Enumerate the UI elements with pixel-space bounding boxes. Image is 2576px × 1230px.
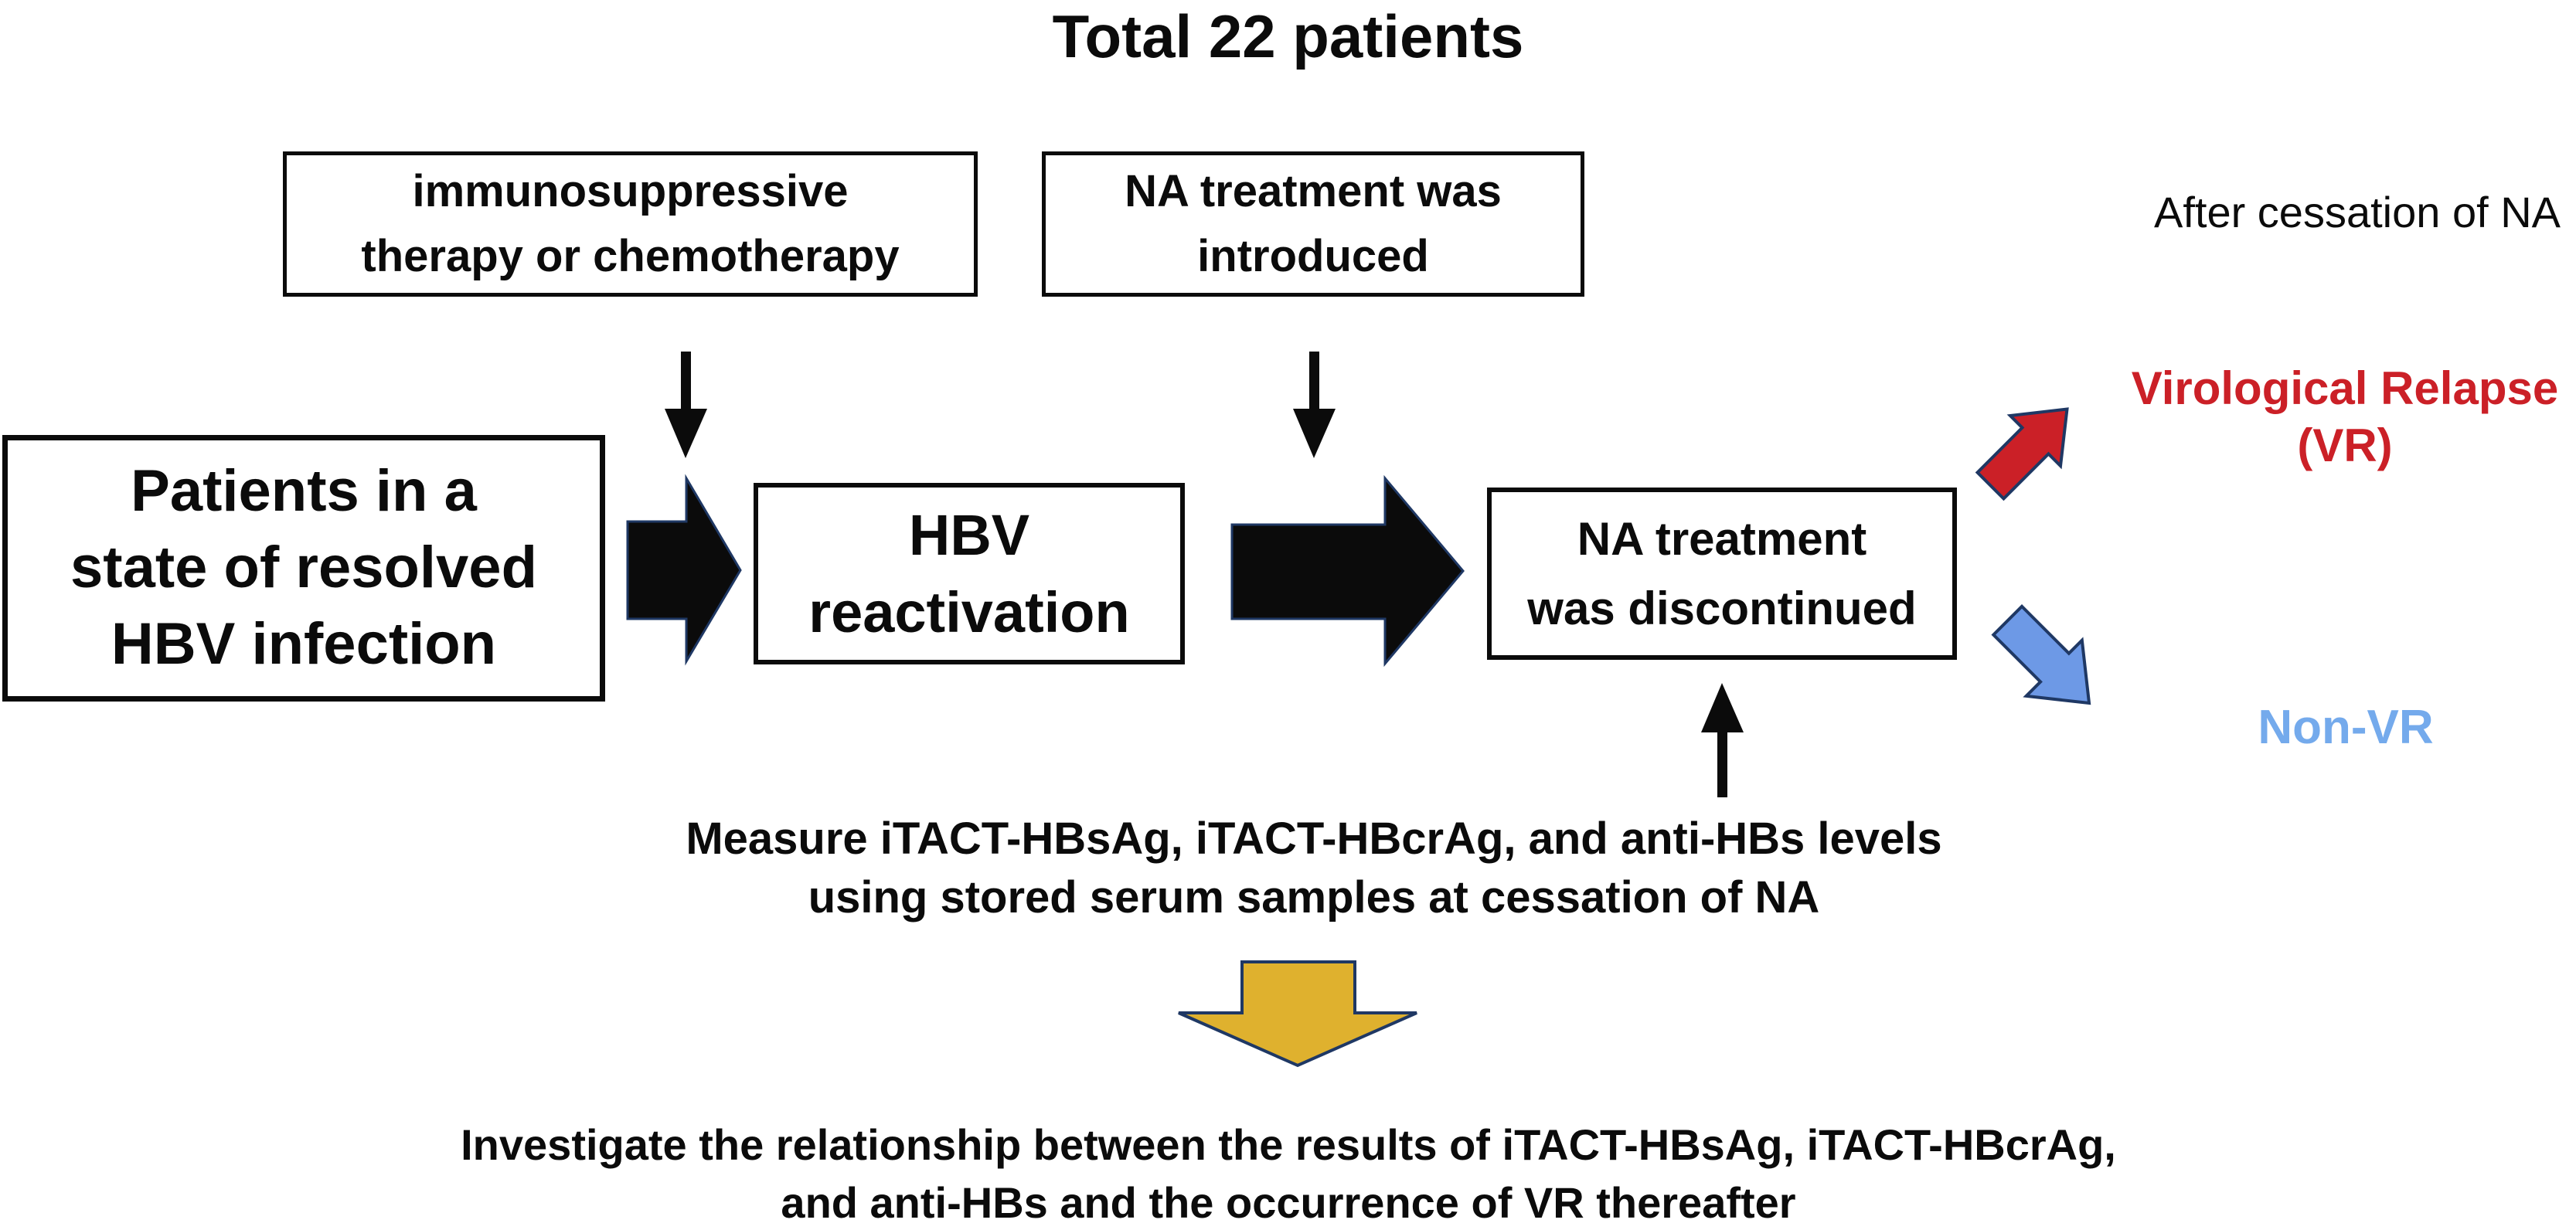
non-vr-label: Non-VR [2258,701,2434,754]
measurement-note: Measure iTACT-HBsAg, iTACT-HBcrAg, and a… [541,810,2087,927]
hbv-reactivation-line1: HBV [908,502,1030,567]
measurement-note-line2: using stored serum samples at cessation … [808,872,1820,922]
down-arrow-icon [1293,352,1336,458]
non-vr-arrow-icon [1991,604,2091,705]
study-objective-note: Investigate the relationship between the… [303,1116,2274,1230]
na-treatment-discontinued-box: NA treatment was discontinued [1487,488,1957,660]
na-treatment-introduced-box: NA treatment was introduced [1042,151,1584,297]
virological-relapse-line2: (VR) [2297,420,2393,471]
resolved-hbv-line3: HBV infection [111,610,497,677]
right-block-arrow-icon [1230,474,1465,668]
study-objective-line1: Investigate the relationship between the… [461,1120,2116,1169]
page-title: Total 22 patients [1052,2,1524,70]
na-treatment-introduced-line2: introduced [1197,231,1429,281]
gold-down-arrow-icon [1178,960,1417,1068]
hbv-reactivation-line2: reactivation [808,579,1130,644]
virological-relapse-line1: Virological Relapse [2131,362,2559,414]
up-arrow-icon [1701,683,1744,797]
down-arrow-icon [665,352,707,458]
resolved-hbv-patients-box: Patients in a state of resolved HBV infe… [2,435,605,702]
na-treatment-introduced-line1: NA treatment was [1125,165,1502,216]
measurement-note-line1: Measure iTACT-HBsAg, iTACT-HBcrAg, and a… [686,814,1942,864]
immunosuppressive-therapy-box: immunosuppressive therapy or chemotherap… [283,151,978,297]
na-treatment-discontinued-line1: NA treatment [1577,512,1867,565]
resolved-hbv-line1: Patients in a [131,458,477,525]
after-cessation-label: After cessation of NA [2153,188,2561,236]
resolved-hbv-line2: state of resolved [70,535,537,601]
immunosuppressive-therapy-line1: immunosuppressive [412,165,849,216]
hbv-reactivation-box: HBV reactivation [754,483,1185,664]
immunosuppressive-therapy-line2: therapy or chemotherapy [361,231,900,281]
right-block-arrow-icon [626,474,742,666]
study-objective-line2: and anti-HBs and the occurrence of VR th… [781,1178,1796,1227]
na-treatment-discontinued-line2: was discontinued [1527,582,1917,634]
virological-relapse-arrow-icon [1975,407,2069,501]
virological-relapse-label: Virological Relapse (VR) [2114,360,2576,474]
